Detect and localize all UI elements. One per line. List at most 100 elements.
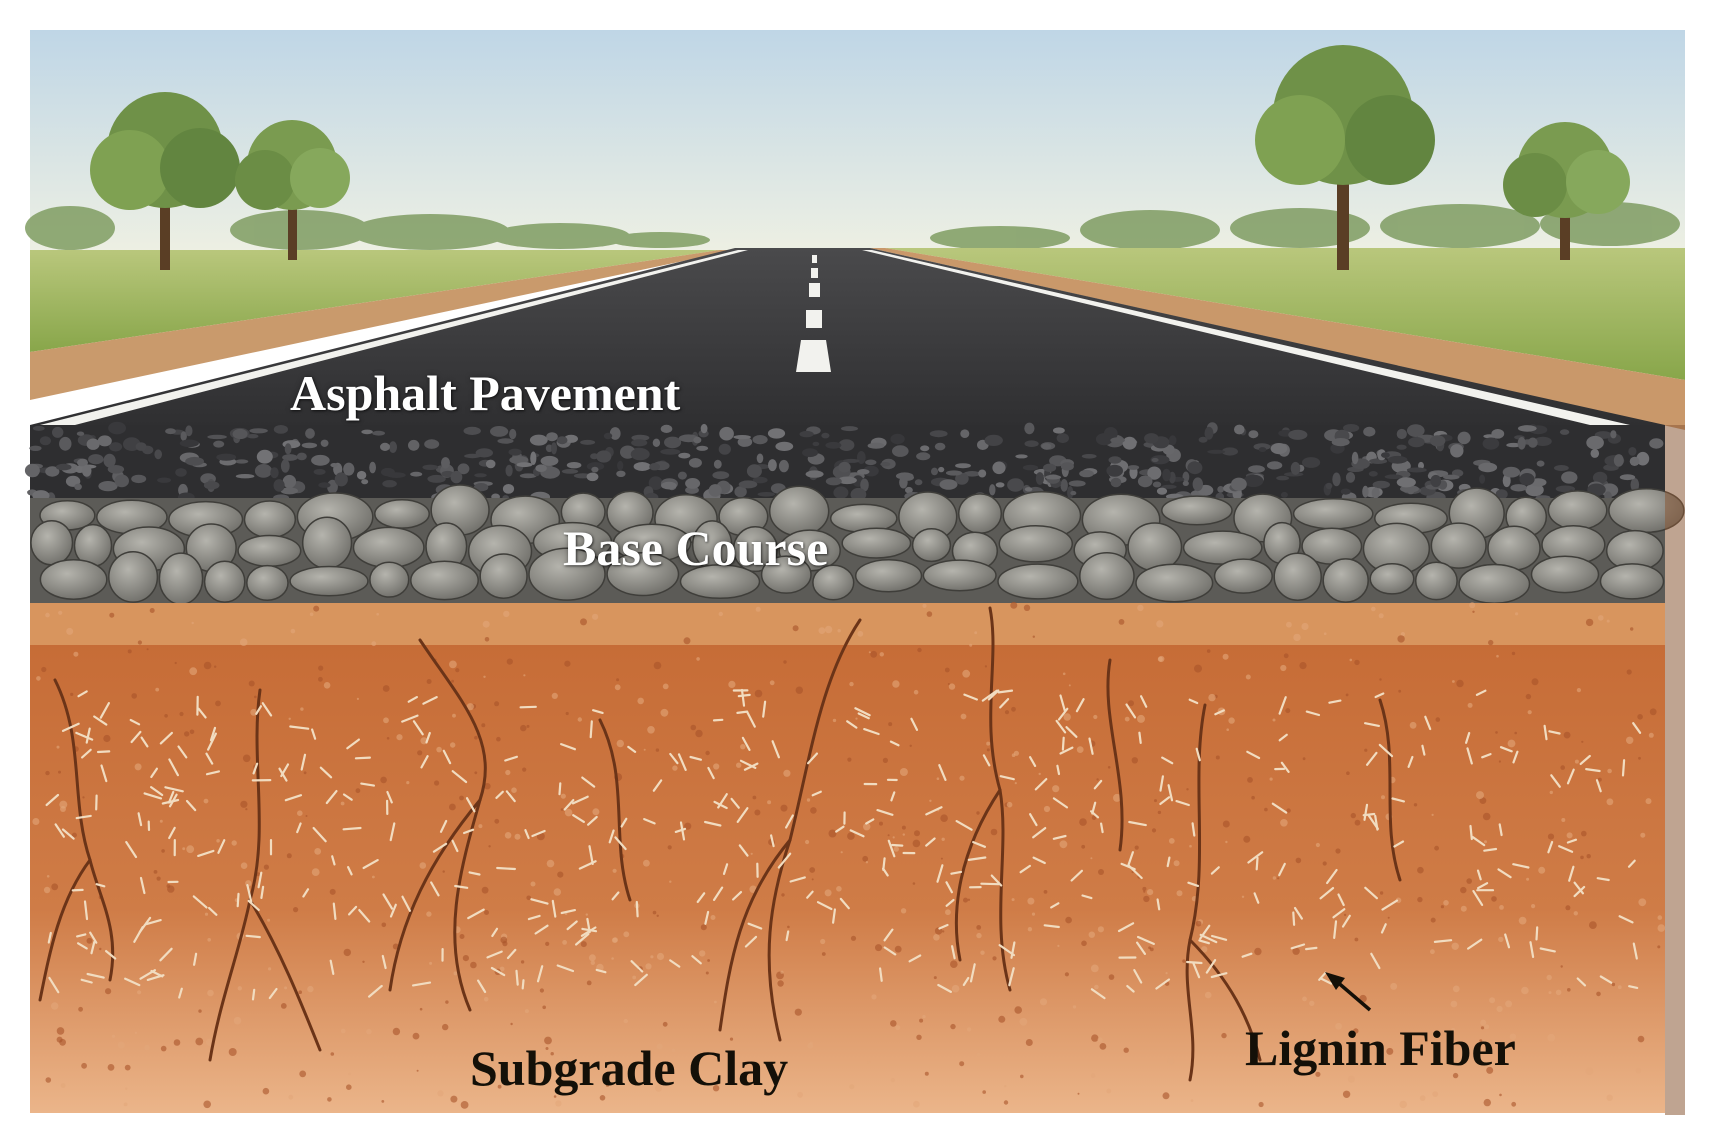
asphalt-chip bbox=[603, 432, 613, 440]
asphalt-chip bbox=[561, 469, 579, 474]
clay-speckle bbox=[451, 679, 454, 683]
clay-speckle bbox=[980, 950, 985, 955]
lignin-fiber bbox=[1365, 751, 1378, 766]
clay-speckle bbox=[794, 1008, 802, 1016]
clay-speckle bbox=[155, 687, 160, 692]
asphalt-chip bbox=[648, 476, 663, 490]
asphalt-chip bbox=[1007, 478, 1024, 492]
asphalt-chip bbox=[1519, 473, 1535, 486]
clay-speckle bbox=[611, 937, 618, 943]
clay-speckle bbox=[191, 621, 194, 625]
lignin-fiber bbox=[865, 818, 875, 825]
clay-speckle bbox=[45, 612, 50, 618]
clay-speckle bbox=[32, 818, 40, 825]
clay-speckle bbox=[452, 713, 456, 718]
clay-speckle bbox=[1077, 1092, 1080, 1095]
lignin-fiber bbox=[95, 883, 106, 888]
tree-left-1 bbox=[90, 92, 240, 270]
asphalt-chip bbox=[825, 477, 842, 486]
lignin-fiber bbox=[381, 954, 387, 970]
clay-speckle bbox=[134, 763, 142, 771]
lignin-fiber bbox=[207, 732, 217, 751]
clay-speckle bbox=[699, 950, 706, 957]
asphalt-chip bbox=[678, 452, 691, 459]
clay-speckle bbox=[820, 938, 826, 945]
asphalt-chip bbox=[892, 445, 909, 457]
asphalt-chip bbox=[1396, 477, 1416, 488]
asphalt-chip bbox=[708, 484, 722, 497]
clay-speckle bbox=[1371, 606, 1376, 612]
asphalt-chip bbox=[1429, 435, 1446, 447]
clay-speckle bbox=[976, 811, 980, 815]
asphalt-chip bbox=[270, 467, 279, 479]
lignin-fiber bbox=[506, 948, 517, 960]
clay-speckle bbox=[1397, 635, 1405, 643]
clay-speckle bbox=[1346, 771, 1350, 775]
clay-speckle bbox=[945, 909, 951, 916]
clay-speckle bbox=[656, 1043, 663, 1050]
clay-speckle bbox=[1398, 689, 1402, 693]
lignin-fiber bbox=[159, 947, 173, 962]
clay-speckle bbox=[330, 1052, 335, 1056]
lignin-fiber bbox=[1028, 813, 1038, 827]
clay-speckle bbox=[1518, 916, 1527, 925]
clay-speckle bbox=[1204, 991, 1212, 999]
lignin-fiber bbox=[669, 959, 681, 968]
asphalt-chip bbox=[1396, 444, 1407, 450]
clay-speckle bbox=[1354, 819, 1361, 826]
clay-speckle bbox=[1489, 997, 1496, 1004]
clay-speckle bbox=[1142, 886, 1147, 891]
asphalt-chip bbox=[1517, 437, 1526, 450]
lignin-fiber bbox=[1057, 707, 1069, 721]
asphalt-chip bbox=[929, 430, 948, 438]
asphalt-chip bbox=[880, 462, 891, 467]
clay-speckle bbox=[1443, 900, 1449, 906]
clay-speckle bbox=[1657, 924, 1666, 932]
clay-speckle bbox=[857, 630, 864, 637]
lignin-fiber bbox=[75, 933, 87, 938]
lignin-fiber bbox=[591, 709, 604, 715]
asphalt-chip bbox=[1022, 464, 1039, 471]
asphalt-chip bbox=[1162, 468, 1171, 482]
lignin-fiber bbox=[736, 807, 749, 824]
lignin-fiber bbox=[1093, 779, 1103, 790]
asphalt-aggregate bbox=[24, 421, 1667, 504]
clay-speckle bbox=[1413, 803, 1418, 807]
asphalt-chip bbox=[1491, 429, 1505, 439]
clay-speckle bbox=[484, 783, 491, 790]
clay-speckle bbox=[1549, 790, 1554, 795]
clay-speckle bbox=[153, 870, 158, 874]
clay-speckle bbox=[386, 737, 390, 740]
clay-speckle bbox=[916, 1034, 922, 1041]
asphalt-chip bbox=[1371, 487, 1380, 499]
clay-speckle bbox=[590, 960, 595, 965]
clay-speckle bbox=[483, 675, 486, 678]
clay-speckle bbox=[159, 819, 163, 823]
lignin-fiber bbox=[197, 707, 207, 719]
asphalt-chip bbox=[551, 442, 557, 455]
asphalt-chip bbox=[320, 439, 329, 447]
asphalt-chip bbox=[660, 448, 681, 455]
clay-speckle bbox=[474, 735, 478, 740]
clay-speckle bbox=[523, 674, 526, 677]
clay-speckle bbox=[643, 748, 646, 751]
clay-speckle bbox=[1076, 746, 1084, 753]
lignin-fiber bbox=[999, 697, 1010, 709]
clay-speckle bbox=[849, 681, 854, 687]
asphalt-chip bbox=[652, 438, 661, 447]
base-stone bbox=[911, 528, 952, 563]
lignin-fiber bbox=[1304, 946, 1318, 951]
base-course-stones bbox=[30, 484, 1685, 606]
asphalt-chip bbox=[945, 470, 963, 476]
lignin-fiber bbox=[980, 882, 1000, 886]
asphalt-chip bbox=[334, 472, 348, 487]
asphalt-chip bbox=[282, 474, 297, 489]
tree-right-2 bbox=[1503, 122, 1630, 260]
base-stone bbox=[1369, 562, 1415, 595]
clay-speckle bbox=[887, 834, 890, 837]
lignin-fiber bbox=[45, 793, 60, 807]
asphalt-chip bbox=[1192, 477, 1204, 492]
clay-speckle bbox=[327, 1097, 332, 1102]
clay-speckle bbox=[821, 952, 826, 956]
clay-speckle bbox=[1488, 639, 1494, 646]
